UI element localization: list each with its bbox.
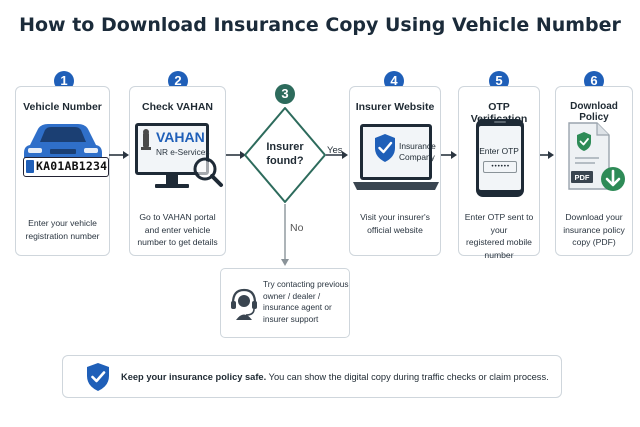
step-4-desc-line: official website: [367, 224, 423, 235]
step-3-badge: 3: [275, 84, 295, 104]
step-5-desc-line: registered mobile: [466, 237, 532, 247]
step-1-title: Vehicle Number: [23, 101, 102, 113]
plate-ind-strip: [26, 160, 34, 173]
vahan-screen-title: VAHAN: [156, 129, 205, 145]
support-line: owner / dealer /: [263, 290, 321, 301]
banner-strong-text: Keep your insurance policy safe.: [121, 372, 267, 382]
step-1-card: Vehicle Number KA01AB1234 Enter your veh…: [15, 86, 110, 256]
phone-icon: [476, 119, 524, 197]
support-text: Try contacting previous owner / dealer /…: [263, 279, 349, 325]
monitor-search-icon: [135, 123, 223, 188]
document-download-icon: [568, 122, 625, 191]
step-6-description: Download your insurance policy copy (PDF…: [557, 211, 631, 249]
no-label: No: [290, 222, 304, 234]
step-2-description: Go to VAHAN portal and enter vehicle num…: [134, 211, 221, 249]
plate-number: KA01AB1234: [36, 159, 108, 173]
support-line: insurer support: [263, 313, 319, 324]
step-5-desc-line: number: [484, 249, 514, 260]
banner-text: Keep your insurance policy safe. You can…: [121, 372, 549, 382]
vahan-screen-subtitle: NR e-Services: [156, 147, 210, 157]
step-6-desc-line: Download your: [565, 212, 623, 222]
laptop-screen-text: Insurance Company: [399, 141, 436, 163]
otp-prompt: Enter OTP: [479, 146, 519, 156]
decision-line: Insurer: [266, 141, 304, 153]
step-5-desc-line: Enter OTP sent to your: [464, 212, 534, 235]
laptop-line: Insurance: [399, 141, 436, 151]
arrow-yes-to-4: [326, 151, 348, 159]
support-line: Try contacting previous: [263, 279, 349, 289]
support-card: Try contacting previous owner / dealer /…: [220, 268, 350, 338]
step-4-title: Insurer Website: [355, 101, 435, 113]
license-plate: KA01AB1234: [23, 157, 109, 177]
step-2-desc-line: Go to VAHAN portal: [139, 212, 216, 222]
laptop-shield-icon: [353, 124, 439, 190]
step-6-desc-line: copy (PDF): [572, 237, 616, 247]
laptop-line: Company: [399, 152, 435, 162]
safety-banner: Keep your insurance policy safe. You can…: [62, 355, 562, 398]
page-title: How to Download Insurance Copy Using Veh…: [19, 14, 621, 36]
otp-masked-field: • • • • • •: [483, 161, 517, 173]
step-4-desc-line: Visit your insurer's: [360, 212, 430, 222]
step-2-card: Check VAHAN VAHAN NR e-Services Go to VA…: [129, 86, 226, 256]
step-1-desc-line: Enter your vehicle: [28, 218, 97, 228]
step-2-desc-line: number to get details: [137, 237, 218, 247]
headset-icon: [231, 288, 257, 320]
step-1-description: Enter your vehicle registration number: [20, 217, 105, 242]
step-2-desc-line: and enter vehicle: [144, 224, 211, 235]
decision-line: found?: [266, 155, 304, 167]
step-5-card: OTP Verification Enter OTP • • • • • • E…: [458, 86, 540, 260]
arrow-5-to-6: [540, 151, 554, 159]
step-6-desc-line: insurance policy: [563, 224, 625, 235]
yes-label: Yes: [327, 145, 343, 156]
banner-rest-text: You can show the digital copy during tra…: [266, 372, 549, 382]
pdf-label: PDF: [574, 173, 590, 182]
step-2-title: Check VAHAN: [142, 101, 213, 113]
step-1-desc-line: registration number: [25, 230, 100, 241]
step-6-title: Download Policy: [570, 101, 618, 123]
decision-diamond: [244, 107, 326, 203]
arrow-4-to-5: [441, 151, 457, 159]
shield-check-icon: [87, 363, 109, 391]
support-line: insurance agent or: [263, 302, 332, 312]
step-4-description: Visit your insurer's official website: [354, 211, 436, 236]
arrow-1-to-2: [109, 151, 129, 159]
step-6-card: Download Policy PDF Download your insura…: [555, 86, 633, 256]
arrow-no-down: [281, 204, 289, 266]
step-4-card: Insurer Website Insurance Company Visit …: [349, 86, 441, 256]
arrow-2-to-3: [226, 151, 246, 159]
decision-question: Insurer found?: [255, 140, 315, 168]
step-5-description: Enter OTP sent to your registered mobile…: [460, 211, 538, 261]
